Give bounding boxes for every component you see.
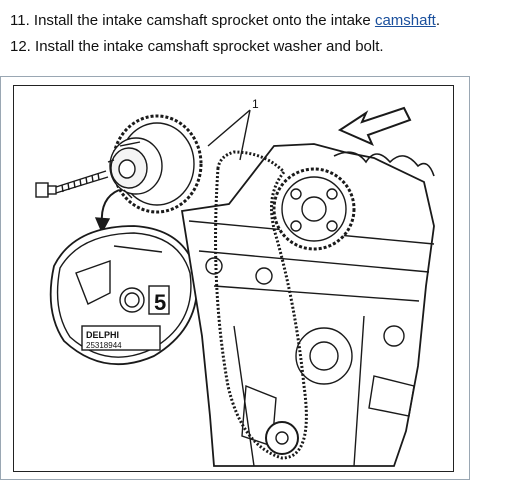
sprocket-brand: DELPHI bbox=[86, 330, 119, 340]
step-11: 11. Install the intake camshaft sprocket… bbox=[10, 8, 505, 34]
callout-number: 1 bbox=[252, 97, 259, 111]
engine-illustration: 1 5 DELPHI 25318944 bbox=[13, 85, 454, 472]
timing-chain bbox=[214, 150, 308, 460]
camshaft-sprocket-diagram: 1 5 DELPHI 25318944 bbox=[35, 97, 435, 467]
step-number: 12. bbox=[10, 38, 31, 55]
camshaft bbox=[333, 151, 435, 177]
timing-window bbox=[75, 260, 111, 305]
step-text: Install the intake camshaft sprocket ont… bbox=[29, 12, 375, 29]
sprocket-mark: 5 bbox=[154, 290, 166, 315]
step-text: Install the intake camshaft sprocket was… bbox=[30, 38, 384, 55]
direction-arrow bbox=[337, 106, 412, 146]
intake-camshaft-sprocket bbox=[107, 114, 203, 214]
sprocket-bolt bbox=[35, 170, 109, 198]
crankshaft-sprocket bbox=[265, 421, 299, 455]
step-12: 12. Install the intake camshaft sprocket… bbox=[10, 34, 505, 60]
instruction-steps: 11. Install the intake camshaft sprocket… bbox=[10, 8, 505, 60]
camshaft-link[interactable]: camshaft bbox=[374, 12, 436, 29]
sprocket-detail bbox=[49, 225, 198, 366]
step-text-end: . bbox=[435, 12, 440, 29]
engine-block bbox=[180, 143, 435, 467]
step-number: 11. bbox=[10, 12, 30, 29]
installed-sprocket bbox=[272, 167, 356, 251]
sprocket-part-number: 25318944 bbox=[86, 341, 122, 350]
